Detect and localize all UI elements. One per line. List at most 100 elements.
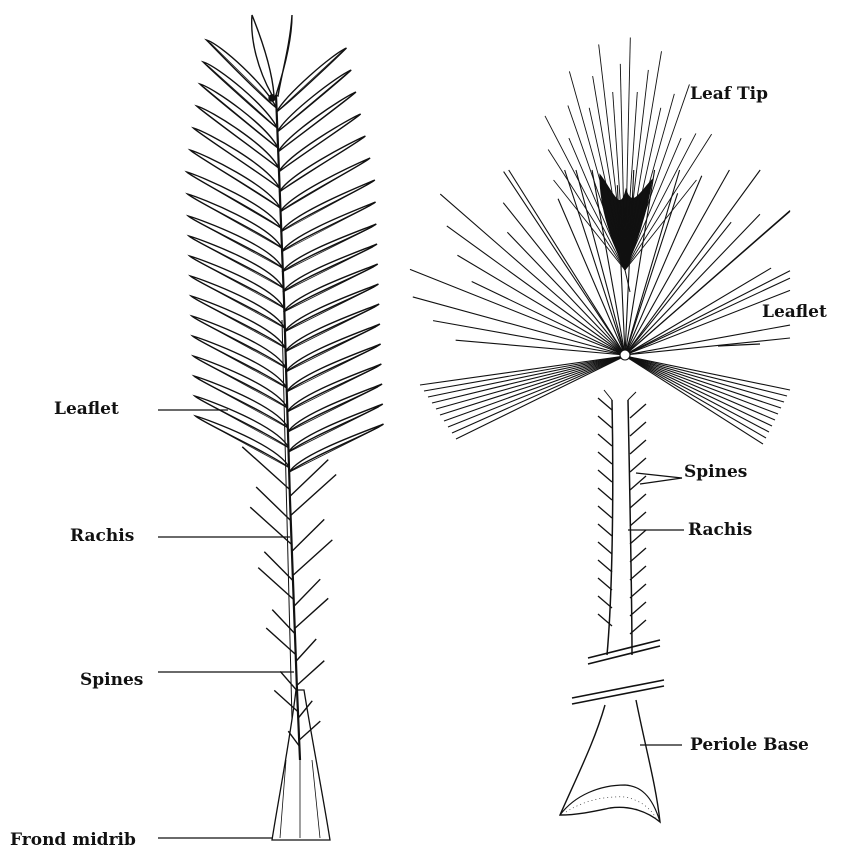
- leaflet-vein: [282, 205, 372, 252]
- fan-leaflet: [440, 356, 625, 415]
- rachis-spine: [630, 584, 646, 598]
- rachis-spines: [598, 398, 646, 634]
- leaf-tip-line: [625, 84, 689, 270]
- spine: [296, 639, 316, 661]
- rachis-spine: [630, 404, 646, 418]
- rachis-spine: [598, 488, 612, 500]
- fan-leaflet: [625, 356, 766, 438]
- fan-leaflet: [413, 297, 625, 355]
- rachis-spine: [598, 578, 612, 590]
- rachis-spine: [598, 434, 612, 446]
- fan-leaflet: [424, 356, 625, 391]
- spine: [266, 628, 296, 655]
- leaflet-vein: [285, 307, 375, 352]
- rachis-spine: [630, 566, 646, 580]
- rachis-spine: [630, 530, 646, 544]
- leaflet-vein: [192, 197, 282, 248]
- leaflet-vein: [278, 95, 352, 152]
- rachis-spine: [598, 470, 612, 482]
- leaflet-vein: [289, 407, 379, 452]
- rachis-spine: [598, 416, 612, 428]
- fan-leaflet: [625, 290, 790, 355]
- frond-midrib-base: [272, 690, 330, 840]
- leaflet-vein: [283, 247, 373, 292]
- leaflet-vein: [284, 267, 374, 312]
- spine: [298, 701, 312, 718]
- rachis-spine: [598, 506, 612, 518]
- label-spines-left: Spines: [80, 672, 143, 689]
- fan-leaflet: [625, 222, 731, 355]
- rachis-spine: [630, 512, 646, 526]
- leaflet-vein: [279, 117, 357, 172]
- rachis-spine: [630, 602, 646, 616]
- fan-leaflet: [410, 269, 625, 355]
- rachis-petiole-illustration: [560, 390, 664, 822]
- leaf-tip-illustration: [545, 37, 712, 292]
- frond-leaflets: [187, 40, 384, 472]
- spine: [295, 598, 328, 628]
- leaflet-vein: [279, 139, 361, 192]
- label-leaf-tip: Leaf Tip: [690, 86, 768, 103]
- fan-leaflet: [625, 356, 772, 426]
- spine: [280, 671, 297, 691]
- leaflet-vein: [288, 387, 378, 432]
- break-line: [588, 640, 660, 664]
- rachis-spine: [630, 440, 646, 454]
- rachis-spine: [598, 452, 612, 464]
- rachis-spine: [630, 422, 646, 436]
- label-rachis-right: Rachis: [688, 522, 752, 539]
- fan-leaflet: [625, 356, 781, 408]
- fan-leaflet: [447, 226, 625, 355]
- spine: [294, 579, 320, 606]
- rachis-spine: [598, 398, 612, 410]
- spine: [291, 475, 336, 516]
- rachis-spine: [598, 524, 612, 536]
- leaflet-vein: [199, 399, 289, 448]
- leaflet-vein: [287, 367, 377, 412]
- leaflet-vein: [191, 175, 281, 228]
- leaflet-vein: [287, 347, 377, 392]
- rachis-spine: [598, 560, 612, 572]
- fan-leaflet: [625, 356, 784, 402]
- petiole-base-cut: [560, 785, 660, 822]
- leader-spines-right-2: [640, 478, 682, 484]
- break-line: [572, 680, 664, 704]
- leaflet-vein: [289, 427, 379, 472]
- fan-leaflet: [625, 356, 769, 432]
- fan-leaflet: [452, 356, 625, 433]
- leaflet-vein: [281, 183, 371, 232]
- spine: [292, 519, 324, 551]
- label-leaflet-right: Leaflet: [762, 304, 827, 321]
- rachis-detail: [607, 400, 632, 655]
- fan-leaflet: [625, 356, 790, 390]
- label-petiole-base: Periole Base: [690, 737, 809, 754]
- rachis-spine: [630, 458, 646, 472]
- spine: [297, 661, 324, 685]
- leaflet-vein: [282, 227, 372, 272]
- label-leaflet-left: Leaflet: [54, 401, 119, 418]
- fan-leaflet: [503, 203, 625, 355]
- leaflet-vein: [199, 419, 289, 468]
- petiole-base-outline: [560, 700, 660, 822]
- terminal-leaflet: [252, 15, 274, 95]
- leaflet-vein: [284, 287, 374, 332]
- fan-leaflet: [440, 194, 625, 355]
- label-rachis-left: Rachis: [70, 528, 134, 545]
- label-spines-right: Spines: [684, 464, 747, 481]
- leader-spines-right: [636, 473, 682, 478]
- leaflet-vein: [280, 161, 366, 212]
- spine: [272, 610, 295, 634]
- rachis-spine: [598, 542, 612, 554]
- rachis-spine: [630, 494, 646, 508]
- spine: [293, 540, 332, 575]
- terminal-leaflet: [276, 15, 292, 96]
- fan-leaflet: [436, 356, 625, 409]
- label-frond-midrib: Frond midrib: [10, 832, 136, 849]
- leaflet-vein: [286, 327, 376, 372]
- frond-illustration: [187, 15, 384, 840]
- spine: [250, 507, 292, 545]
- rachis-spine: [630, 548, 646, 562]
- spine: [288, 731, 299, 746]
